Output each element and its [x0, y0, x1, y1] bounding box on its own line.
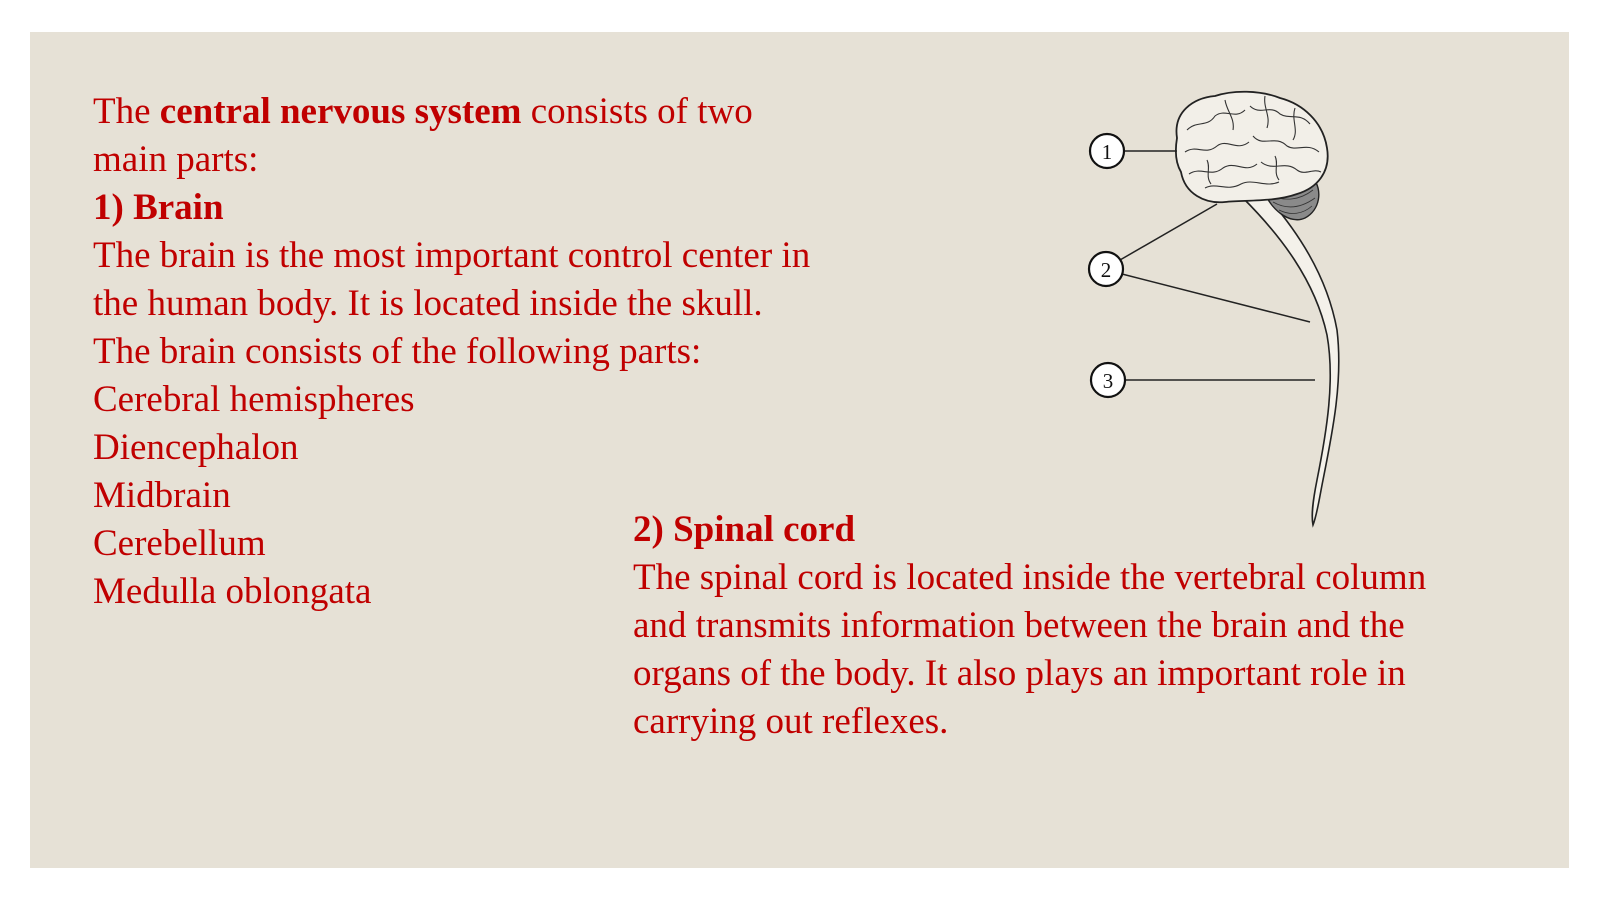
brain-desc-line-1: The brain is the most important control …	[93, 235, 811, 276]
label-3: 3	[1089, 361, 1127, 399]
spinal-cord-desc-line: The spinal cord is located inside the ve…	[633, 557, 1427, 598]
brain-gyri	[1184, 95, 1322, 189]
intro-line-1: The central nervous system consists of t…	[93, 88, 913, 136]
spinal-cord-desc-line: carrying out reflexes.	[633, 701, 949, 742]
leader-line-2a	[1119, 203, 1218, 261]
slide: The central nervous system consists of t…	[30, 32, 1569, 868]
brain-part-item: Diencephalon	[93, 427, 299, 468]
brain-part-item: Cerebellum	[93, 523, 266, 564]
intro-text-end: consists of two	[521, 91, 753, 132]
brain-desc-line-2: the human body. It is located inside the…	[93, 283, 763, 324]
brain-part-item: Cerebral hemispheres	[93, 379, 415, 420]
brain-part-item: Midbrain	[93, 475, 231, 516]
intro-text-start: The	[93, 91, 160, 132]
spinal-cord-section: 2) Spinal cord The spinal cord is locate…	[633, 506, 1533, 746]
spinal-cord-desc-line: organs of the body. It also plays an imp…	[633, 653, 1406, 694]
intro-bold-term: central nervous system	[159, 91, 522, 132]
spinal-cord-illustration	[1241, 191, 1340, 528]
label-3-number: 3	[1103, 369, 1114, 393]
leader-line-2b	[1121, 273, 1311, 323]
spinal-cord-desc-line: and transmits information between the br…	[633, 605, 1405, 646]
label-2-number: 2	[1101, 258, 1112, 282]
spinal-cord-heading: 2) Spinal cord	[633, 509, 856, 550]
label-1: 1	[1088, 132, 1126, 170]
intro-line-2: main parts:	[93, 139, 259, 180]
brain-parts-intro: The brain consists of the following part…	[93, 331, 702, 372]
nervous-system-diagram: 1 2 3	[1087, 90, 1340, 528]
brain-heading: 1) Brain	[93, 187, 224, 228]
cerebrum-illustration	[1174, 90, 1329, 204]
label-1-number: 1	[1102, 140, 1113, 164]
brain-section: The central nervous system consists of t…	[93, 88, 913, 616]
label-2: 2	[1087, 250, 1125, 288]
brain-part-item: Medulla oblongata	[93, 571, 372, 612]
